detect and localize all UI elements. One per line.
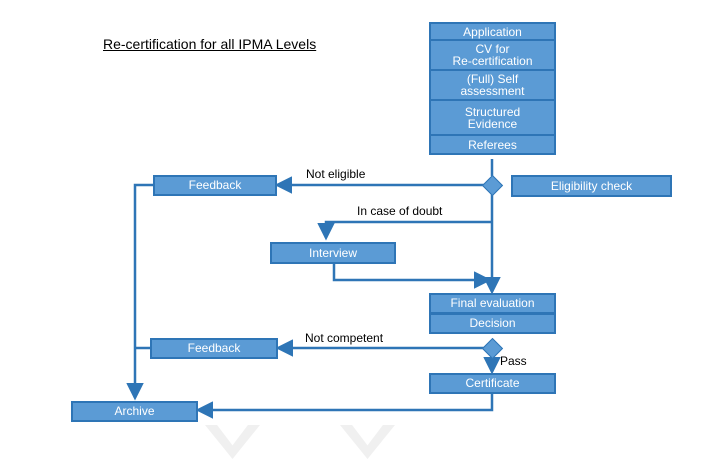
eligibility-check-box: Eligibility check [511, 175, 672, 197]
application-documents-stack: Application CV for Re-certification (Ful… [429, 22, 556, 155]
doubt-to-interview-arrow [317, 220, 492, 241]
feedback-not-eligible-box: Feedback [153, 175, 277, 196]
structured-evidence-box: Structured Evidence [429, 99, 556, 136]
feedback-top-to-archive-arrow [126, 183, 153, 401]
referees-box: Referees [429, 134, 556, 155]
diagram-title: Re-certification for all IPMA Levels [103, 36, 317, 52]
final-evaluation-box: Final evaluation [429, 293, 556, 314]
not-competent-label: Not competent [305, 331, 384, 345]
self-assessment-box: (Full) Self assessment [429, 69, 556, 101]
feedback-not-competent-box: Feedback [150, 338, 278, 359]
interview-box: Interview [270, 242, 396, 264]
archive-box: Archive [71, 401, 198, 422]
decision-box: Decision [429, 313, 556, 334]
pass-label: Pass [500, 354, 527, 368]
certificate-to-archive-arrow [195, 392, 494, 419]
interview-to-final-arrow [332, 264, 492, 289]
certificate-box: Certificate [429, 373, 556, 394]
cv-recertification-box: CV for Re-certification [429, 39, 556, 71]
in-case-of-doubt-label: In case of doubt [357, 204, 443, 218]
not-eligible-label: Not eligible [306, 167, 366, 181]
